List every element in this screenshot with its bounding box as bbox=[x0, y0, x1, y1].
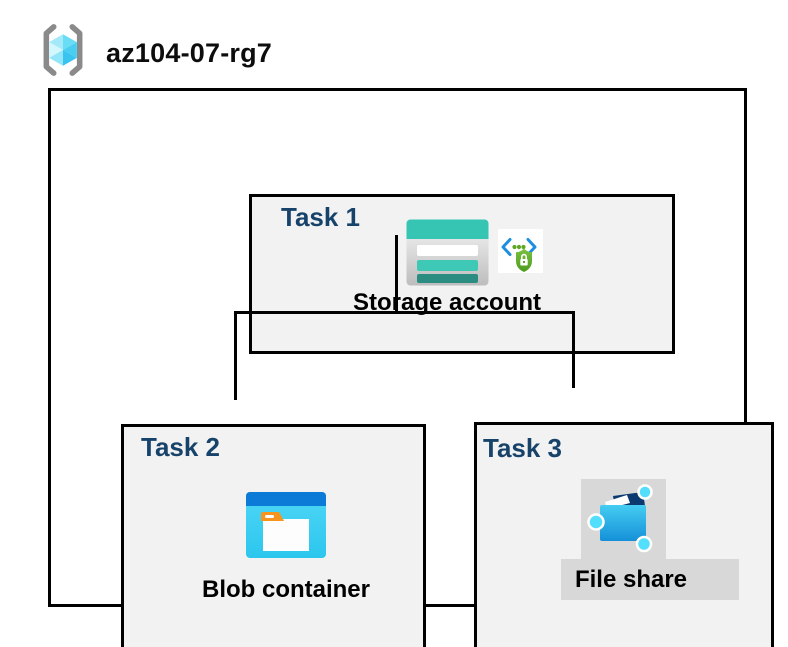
connector-branch-horizontal bbox=[234, 311, 575, 314]
file-share-label: File share bbox=[574, 565, 688, 593]
task3-label: Task 3 bbox=[483, 433, 563, 463]
connector-to-fileshare bbox=[572, 311, 575, 388]
storage-account-icon bbox=[406, 219, 489, 286]
blob-container-icon bbox=[246, 492, 326, 558]
task2-label: Task 2 bbox=[141, 432, 221, 462]
task2-box: Task 2 Blob container bbox=[121, 424, 426, 647]
connector-to-blob bbox=[234, 311, 237, 400]
file-share-backdrop bbox=[581, 479, 666, 559]
file-share-label-band: File share bbox=[561, 559, 739, 600]
file-share-icon bbox=[587, 484, 653, 553]
resource-group-boundary: Task 1 bbox=[48, 88, 774, 647]
blob-container-label: Blob container bbox=[201, 576, 370, 603]
task1-label: Task 1 bbox=[281, 202, 361, 232]
resource-group-icon bbox=[43, 24, 83, 76]
secure-access-icon bbox=[498, 229, 543, 273]
connector-storage-stem bbox=[395, 235, 398, 312]
task1-box: Task 1 bbox=[249, 194, 675, 354]
resource-group-name: az104-07-rg7 bbox=[106, 38, 272, 68]
task3-box: Task 3 bbox=[474, 422, 774, 647]
resource-group-header: az104-07-rg7 bbox=[0, 0, 788, 88]
